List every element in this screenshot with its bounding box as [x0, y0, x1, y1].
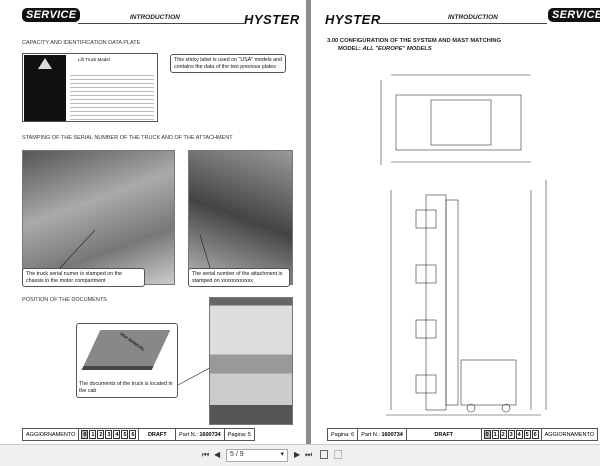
revision-box: 4	[113, 430, 121, 439]
heading-model-value: ALL "EUROPE" MODELS	[362, 45, 432, 52]
manual-callout: Hist MANUAL The documents of the truck i…	[76, 323, 178, 398]
update-label: AGGIORNAMENTO	[544, 431, 594, 438]
page-number: Pagina: 6	[328, 429, 359, 440]
capacity-heading: CAPACITY AND IDENTIFICATION DATA PLATE	[22, 40, 141, 46]
viewer-toolbar: ⏮ ◀ 5 / 9 ▾ ▶ ⏭	[0, 444, 600, 466]
service-badge: SERVICE	[548, 8, 600, 22]
revision-box: 0	[483, 430, 491, 439]
revision-box: 1	[491, 430, 499, 439]
service-badge: SERVICE	[22, 8, 81, 22]
left-page: SERVICE INTRODUCTION HYSTER CAPACITY AND…	[0, 0, 306, 444]
cab-photo	[209, 297, 293, 425]
revision-box: 5	[121, 430, 129, 439]
previous-page-button[interactable]: ◀	[214, 450, 221, 459]
brand-logo: HYSTER	[325, 12, 381, 27]
status-label: DRAFT	[434, 431, 454, 438]
single-page-view-icon[interactable]	[320, 450, 328, 459]
heading-model-label: MODEL:	[338, 45, 363, 52]
first-page-button[interactable]: ⏮	[202, 450, 210, 459]
header-rule	[377, 23, 547, 24]
part-number: 1600734	[381, 431, 403, 438]
heading-line-1: 3.00 CONFIGURATION OF THE SYSTEM AND MAS…	[327, 38, 502, 44]
page-selector[interactable]: 5 / 9 ▾	[226, 449, 288, 462]
data-plate-image: Lift Truck Model	[22, 53, 158, 122]
brand-logo: HYSTER	[244, 12, 300, 27]
attachment-photo	[188, 150, 293, 285]
truck-serial-note: The truck serial numer is stamped on the…	[22, 268, 145, 288]
revision-box: 2	[97, 430, 105, 439]
last-page-button[interactable]: ⏭	[305, 450, 313, 459]
revision-box: 3	[507, 430, 515, 439]
revision-box: 0	[81, 430, 89, 439]
dropdown-icon: ▾	[280, 451, 284, 458]
part-label: Part N.:	[179, 431, 198, 438]
stamping-heading: STAMPING OF THE SERIAL NUMBER OF THE TRU…	[22, 135, 233, 141]
attachment-serial-note: The serial number of the attachment is s…	[188, 268, 290, 288]
revision-box: 1	[89, 430, 97, 439]
revision-box: 6	[531, 430, 539, 439]
two-page-view-icon[interactable]	[334, 450, 342, 459]
revision-box: 5	[523, 430, 531, 439]
part-label: Part N.:	[361, 431, 380, 438]
revision-box: 4	[515, 430, 523, 439]
truck-dimension-drawing	[380, 74, 547, 416]
motor-compartment-photo	[22, 150, 175, 285]
right-page: HYSTER INTRODUCTION SERVICE 3.00 CONFIGU…	[311, 0, 600, 444]
revision-box: 2	[499, 430, 507, 439]
header-rule	[78, 23, 244, 24]
section-title: INTRODUCTION	[130, 14, 180, 21]
update-label: AGGIORNAMENTO	[23, 429, 80, 440]
documents-note: The documents of the truck is located in…	[79, 381, 173, 394]
page-number: Pagina: 5	[227, 431, 251, 438]
page-value: 5 / 9	[230, 451, 244, 458]
data-plate-title: Lift Truck Model	[78, 57, 110, 62]
next-page-button[interactable]: ▶	[294, 450, 301, 459]
status-label: DRAFT	[147, 431, 167, 438]
sticky-label-note: This sticky label is used on "USA" model…	[170, 54, 286, 74]
revision-box: 3	[105, 430, 113, 439]
section-title: INTRODUCTION	[448, 14, 498, 21]
documents-heading: POSITION OF THE DOCUMENTS	[22, 297, 107, 303]
part-number: 1600734	[199, 431, 221, 438]
revision-box: 6	[129, 430, 137, 439]
section-heading: 3.00 CONFIGURATION OF THE SYSTEM AND MAS…	[327, 38, 501, 54]
